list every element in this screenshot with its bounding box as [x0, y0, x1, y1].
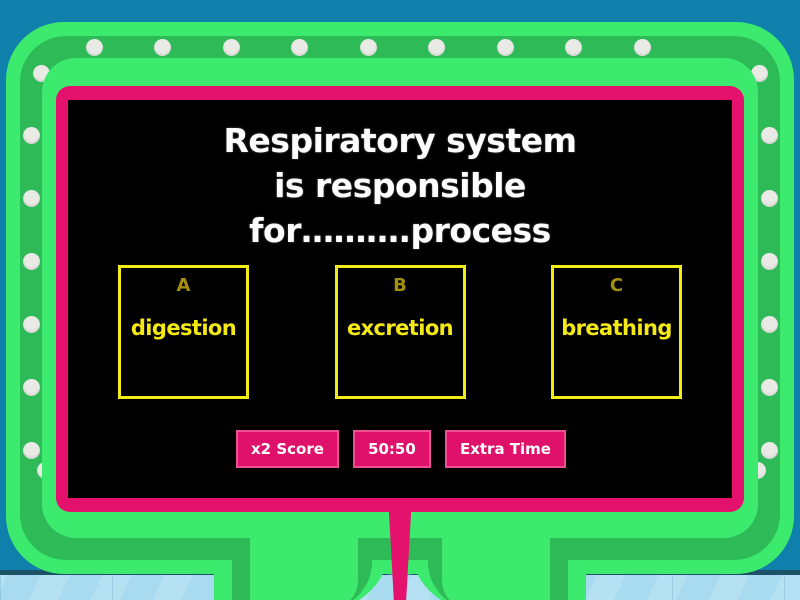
marquee-bulb	[22, 126, 40, 144]
marquee-bulb	[565, 38, 582, 56]
marquee-bulb	[760, 378, 778, 396]
powerup-extra-time[interactable]: Extra Time	[444, 430, 566, 468]
question-line-1: Respiratory system	[223, 121, 577, 160]
answer-option-c[interactable]: C breathing	[551, 265, 682, 399]
marquee-bulb	[22, 315, 40, 333]
marquee-bulb	[760, 252, 778, 270]
marquee-bulb	[22, 252, 40, 270]
answer-option-a-label: digestion	[130, 316, 237, 340]
answer-options: A digestion B excretion C breathing	[118, 265, 682, 399]
marquee-bulb	[760, 189, 778, 207]
question-text: Respiratory system is responsible for…………	[68, 118, 732, 253]
answer-option-c-label: breathing	[561, 316, 672, 340]
marquee-bulb	[496, 38, 514, 56]
marquee-bulb	[22, 441, 40, 459]
marquee-bulb	[154, 38, 171, 56]
question-line-3: for……….process	[249, 211, 551, 250]
marquee-bulb	[633, 38, 651, 56]
question-screen: Respiratory system is responsible for…………	[68, 100, 732, 498]
answer-option-a[interactable]: A digestion	[118, 265, 249, 399]
powerup-fifty-fifty[interactable]: 50:50	[353, 430, 431, 468]
marquee-bulb	[222, 38, 240, 56]
answer-option-b-label: excretion	[346, 316, 454, 340]
question-line-2: is responsible	[274, 166, 526, 205]
marquee-bulb	[359, 38, 377, 56]
answer-option-a-letter: A	[176, 275, 191, 296]
marquee-bulb	[22, 189, 40, 207]
marquee-bulb	[291, 38, 308, 56]
marquee-bulb	[760, 315, 778, 333]
answer-option-b[interactable]: B excretion	[334, 265, 466, 399]
marquee-bulb	[760, 441, 778, 459]
marquee-bulb	[85, 38, 103, 56]
powerup-bar: x2 Score 50:50 Extra Time	[236, 430, 566, 468]
powerup-double-score[interactable]: x2 Score	[236, 430, 339, 468]
marquee-bulb	[428, 38, 445, 56]
answer-option-b-letter: B	[393, 275, 407, 296]
marquee-bulb	[760, 126, 778, 144]
marquee-bulb	[22, 378, 40, 396]
answer-option-c-letter: C	[609, 275, 624, 296]
